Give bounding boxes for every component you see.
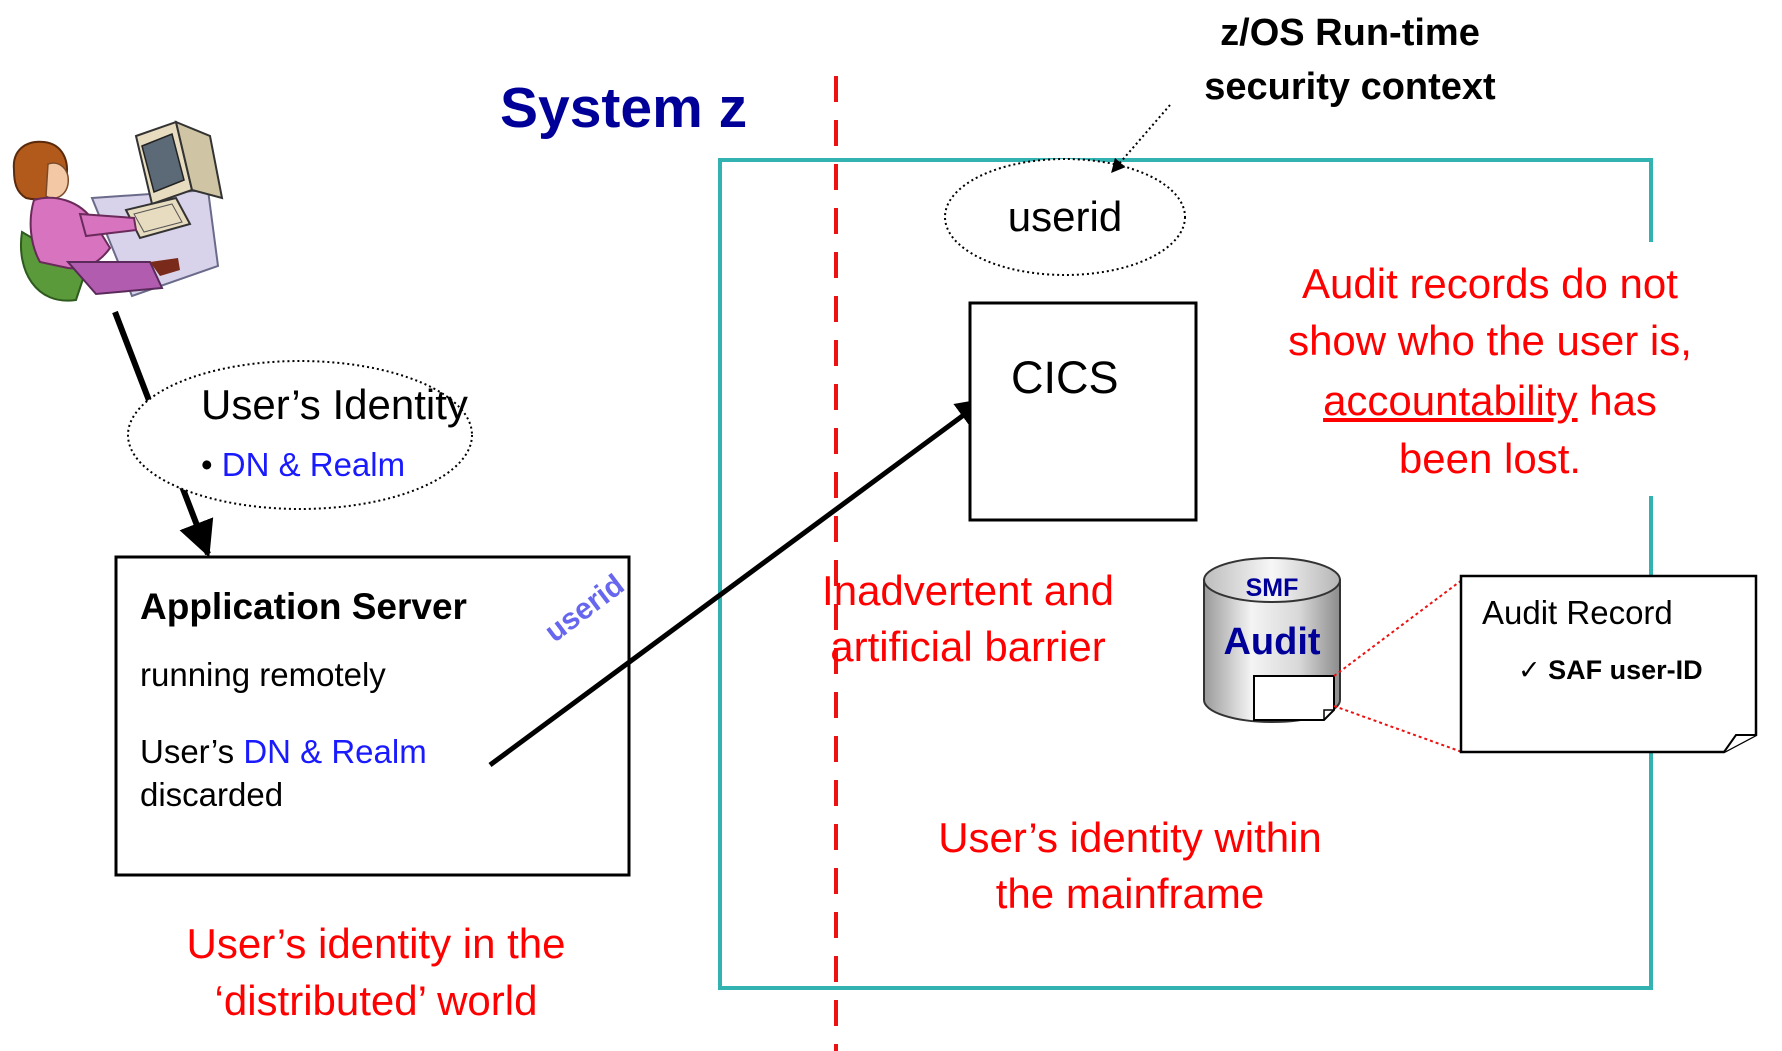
distributed-caption-line1: User’s identity in the bbox=[186, 920, 566, 967]
audit-note-line3-rest: has bbox=[1577, 377, 1657, 424]
record-doc-icon bbox=[1253, 675, 1335, 721]
audit-record-title: Audit Record bbox=[1482, 594, 1673, 631]
identity-bubble bbox=[127, 360, 473, 510]
cics-label: CICS bbox=[1011, 352, 1119, 403]
identity-dn-realm: DN & Realm bbox=[221, 446, 406, 483]
audit-record-item: ✓ SAF user-ID bbox=[1518, 657, 1703, 684]
app-server-line1-prefix: User’s bbox=[140, 733, 235, 770]
checkmark-icon: ✓ bbox=[1518, 655, 1541, 685]
audit-note-line2: show who the user is, bbox=[1288, 317, 1692, 364]
identity-bubble-item: • DN & Realm bbox=[201, 448, 405, 481]
system-z-title: System z bbox=[500, 76, 748, 140]
mainframe-caption-line2: the mainframe bbox=[995, 870, 1265, 917]
identity-bullet: • bbox=[201, 446, 213, 483]
mainframe-caption-line1: User’s identity within bbox=[938, 814, 1322, 861]
identity-bubble-title: User’s Identity bbox=[201, 381, 468, 428]
app-server-title: Application Server bbox=[140, 586, 467, 627]
application-server-box bbox=[114, 555, 631, 877]
runtime-context-label-line1: z/OS Run-time bbox=[1220, 12, 1480, 54]
barrier-caption-line1: Inadvertent and bbox=[822, 567, 1114, 614]
mainframe-boundary bbox=[718, 158, 1653, 990]
accountability-word: accountability bbox=[1323, 377, 1578, 424]
userid-ellipse-label: userid bbox=[1007, 193, 1123, 240]
saf-user-id: SAF user-ID bbox=[1548, 655, 1703, 685]
audit-note-line3: accountability has bbox=[1240, 380, 1740, 422]
user-workstation-icon bbox=[12, 120, 224, 302]
audit-note-line1: Audit records do not bbox=[1302, 260, 1678, 307]
app-server-line1: User’s DN & Realm bbox=[140, 735, 427, 768]
smf-audit-label: Audit bbox=[1223, 621, 1321, 663]
userid-flow-arrow bbox=[488, 397, 987, 768]
audit-record-callout bbox=[1459, 574, 1758, 754]
runtime-context-label-line2: security context bbox=[1204, 66, 1496, 108]
distributed-caption-line2: ‘distributed’ world bbox=[214, 977, 538, 1024]
cics-box bbox=[968, 301, 1198, 522]
smf-label: SMF bbox=[1245, 574, 1299, 602]
record-connector-bottom bbox=[1333, 705, 1463, 753]
audit-note-line4: been lost. bbox=[1398, 435, 1582, 482]
userid-ellipse bbox=[944, 158, 1186, 276]
app-server-dn-realm: DN & Realm bbox=[243, 733, 427, 770]
app-server-line2: discarded bbox=[140, 776, 284, 813]
barrier-caption-line2: artificial barrier bbox=[830, 623, 1106, 670]
record-connector-top bbox=[1333, 579, 1463, 677]
app-server-subtitle: running remotely bbox=[140, 656, 386, 693]
